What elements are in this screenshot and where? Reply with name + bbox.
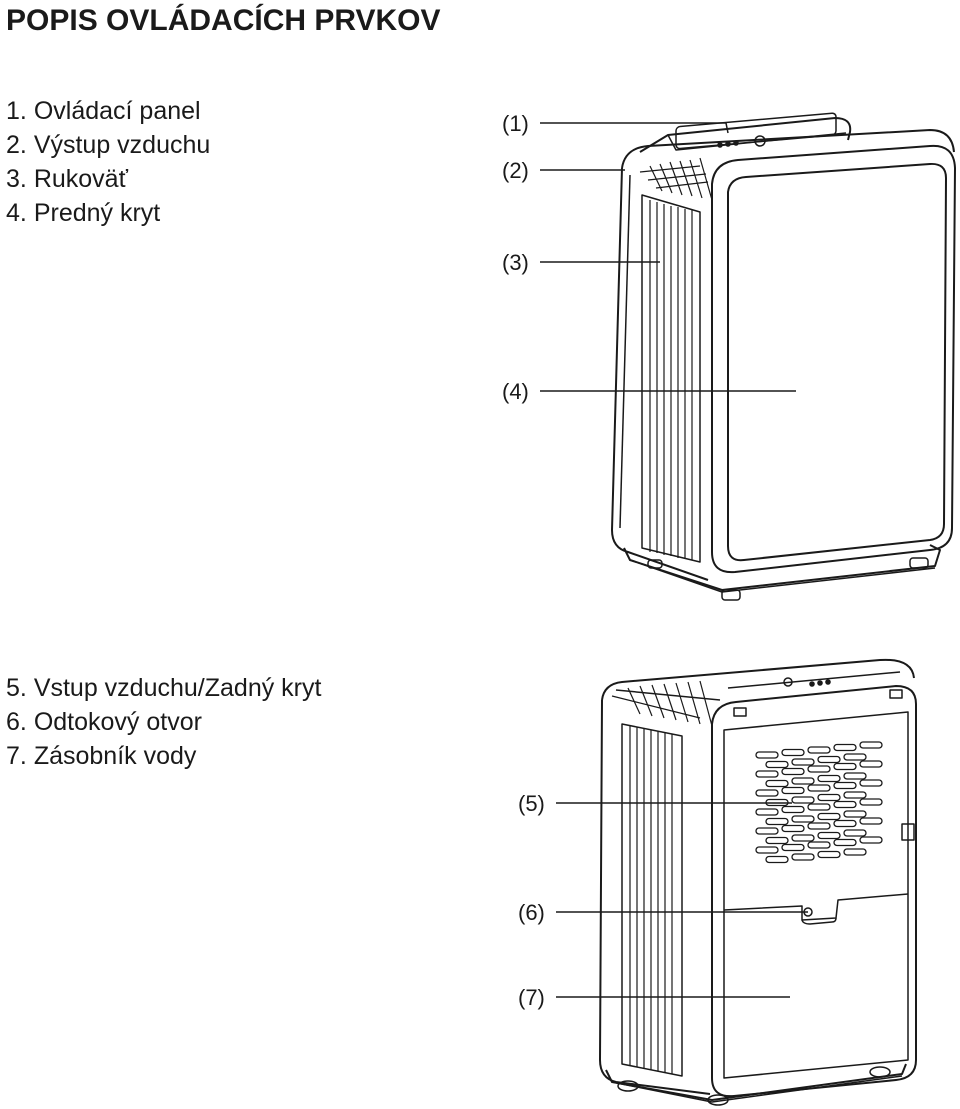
list-item: 7. Zásobník vody bbox=[6, 742, 197, 770]
grille-slot bbox=[781, 748, 805, 757]
grille-slot bbox=[833, 762, 857, 771]
front-parts-list: 1. Ovládací panel 2. Výstup vzduchu 3. R… bbox=[6, 94, 210, 230]
callout-5: (5) bbox=[518, 791, 545, 816]
grille-slot bbox=[755, 751, 779, 759]
grille-slot bbox=[791, 758, 815, 766]
list-item: 4. Predný kryt bbox=[6, 199, 161, 227]
grille-slot bbox=[859, 798, 883, 806]
list-item: 6. Odtokový otvor bbox=[6, 708, 202, 736]
grille-slot bbox=[791, 853, 815, 861]
list-item: 3. Rukoväť bbox=[6, 165, 128, 193]
grille-slot bbox=[807, 803, 831, 811]
grille-slot bbox=[765, 855, 789, 864]
back-parts-list: 5. Vstup vzduchu/Zadný kryt 6. Odtokový … bbox=[6, 671, 321, 773]
grille-slot bbox=[755, 808, 779, 816]
grille-slot bbox=[765, 836, 789, 845]
grille-slot bbox=[791, 796, 815, 804]
grille-slot bbox=[755, 770, 779, 778]
grille-slot bbox=[843, 829, 867, 837]
grille-slot bbox=[765, 817, 789, 826]
grille-slot bbox=[833, 781, 857, 790]
grille-slot bbox=[781, 767, 805, 776]
grille-slot bbox=[859, 760, 883, 768]
grille-slot bbox=[765, 779, 789, 788]
grille-slot bbox=[807, 822, 831, 830]
grille-slot bbox=[781, 843, 805, 852]
grille-slot bbox=[807, 841, 831, 849]
grille-slot bbox=[807, 765, 831, 773]
grille-slot bbox=[781, 805, 805, 814]
grille-slot bbox=[781, 824, 805, 833]
callout-6: (6) bbox=[518, 900, 545, 925]
grille-slot bbox=[791, 777, 815, 785]
grille-slot bbox=[843, 810, 867, 818]
callout-7: (7) bbox=[518, 985, 545, 1010]
grille-slot bbox=[807, 746, 831, 754]
grille-slot bbox=[807, 784, 831, 792]
grille-slot bbox=[791, 815, 815, 823]
grille-slot bbox=[843, 753, 867, 761]
grille-slot bbox=[833, 800, 857, 809]
grille-slot bbox=[755, 846, 779, 854]
list-item: 1. Ovládací panel bbox=[6, 97, 201, 125]
page-title: POPIS OVLÁDACÍCH PRVKOV bbox=[6, 4, 441, 37]
grille-slot bbox=[859, 779, 883, 787]
grille-slot bbox=[859, 741, 883, 749]
grille-slot bbox=[859, 836, 883, 844]
grille-slot bbox=[843, 848, 867, 856]
grille-slot bbox=[755, 789, 779, 797]
grille-slot bbox=[755, 827, 779, 835]
grille-slot bbox=[817, 850, 841, 859]
grille-slot bbox=[843, 772, 867, 780]
grille-slot bbox=[765, 760, 789, 769]
list-item: 2. Výstup vzduchu bbox=[6, 131, 211, 159]
callout-4: (4) bbox=[502, 379, 529, 404]
grille-slot bbox=[833, 743, 857, 752]
grille-slot bbox=[833, 819, 857, 828]
grille-slot bbox=[781, 786, 805, 795]
grille-slot bbox=[791, 834, 815, 842]
grille-slot bbox=[817, 831, 841, 840]
grille-slot bbox=[833, 838, 857, 847]
callout-2: (2) bbox=[502, 158, 529, 183]
grille-slot bbox=[843, 791, 867, 799]
grille-slot bbox=[817, 755, 841, 764]
grille-slot bbox=[817, 812, 841, 821]
grille-slot bbox=[817, 793, 841, 802]
callout-3: (3) bbox=[502, 250, 529, 275]
grille-slot bbox=[859, 817, 883, 825]
list-item: 5. Vstup vzduchu/Zadný kryt bbox=[6, 674, 322, 702]
grille-slot bbox=[817, 774, 841, 783]
callout-1: (1) bbox=[502, 111, 529, 136]
